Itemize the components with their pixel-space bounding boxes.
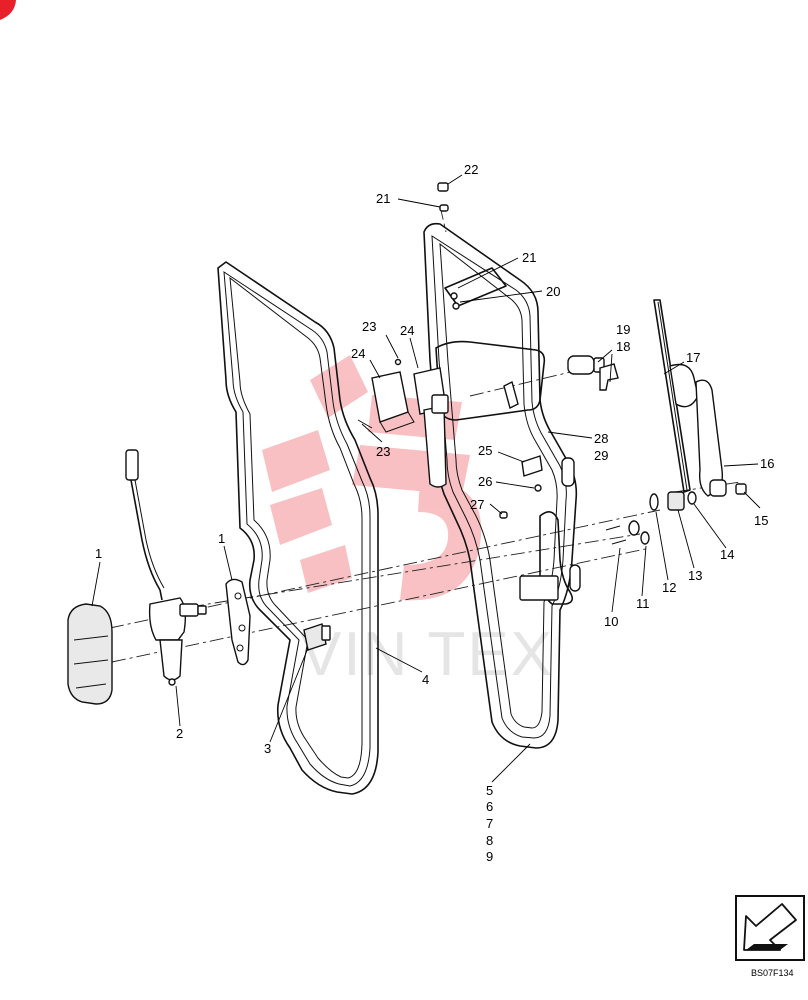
callout-19: 19 <box>616 322 630 337</box>
callout-9: 9 <box>486 849 493 864</box>
callout-17: 17 <box>686 350 700 365</box>
callout-3: 3 <box>264 741 271 756</box>
window-channel <box>653 299 691 493</box>
callout-15: 15 <box>754 513 768 528</box>
lock-actuator <box>125 449 207 686</box>
callout-24: 24 <box>400 323 414 338</box>
callout-1: 1 <box>218 531 225 546</box>
callout-10: 10 <box>604 614 618 629</box>
lock-cylinder <box>567 355 619 391</box>
callout-11: 11 <box>636 596 650 611</box>
callout-labels: 22 21 21 20 19 18 17 23 24 24 23 28 29 2… <box>95 162 774 864</box>
latch-assembly <box>357 358 519 488</box>
callout-26: 26 <box>478 474 492 489</box>
red-corner-tab-icon <box>0 0 16 20</box>
callout-28: 28 <box>594 431 608 446</box>
leader-lines <box>91 174 761 783</box>
cover-plate <box>225 578 251 666</box>
drawing-code: BS07F134 <box>751 968 794 978</box>
callout-13: 13 <box>688 568 702 583</box>
hardware-stack <box>605 483 747 545</box>
callout-1: 1 <box>95 546 102 561</box>
small-fasteners <box>437 182 543 519</box>
callout-21: 21 <box>522 250 536 265</box>
watermark-text: VIN TEX <box>300 620 554 689</box>
callout-24: 24 <box>351 346 365 361</box>
callout-2: 2 <box>176 726 183 741</box>
callout-8: 8 <box>486 833 493 848</box>
callout-29: 29 <box>594 448 608 463</box>
door-switch <box>303 623 331 651</box>
callout-22: 22 <box>464 162 478 177</box>
callout-20: 20 <box>546 284 560 299</box>
callout-6: 6 <box>486 799 493 814</box>
callout-27: 27 <box>470 497 484 512</box>
callout-14: 14 <box>720 547 734 562</box>
arrow-down-left-icon <box>735 895 805 961</box>
callout-7: 7 <box>486 816 493 831</box>
door-frame <box>423 222 581 749</box>
callout-25: 25 <box>478 443 492 458</box>
callout-18: 18 <box>616 339 630 354</box>
door-seal <box>217 261 379 795</box>
callout-23: 23 <box>362 319 376 334</box>
callout-12: 12 <box>662 580 676 595</box>
callout-21: 21 <box>376 191 390 206</box>
hinge-arm <box>669 363 727 497</box>
callout-4: 4 <box>422 672 429 687</box>
inner-cover <box>67 603 113 705</box>
callout-16: 16 <box>760 456 774 471</box>
callout-23: 23 <box>376 444 390 459</box>
callout-5: 5 <box>486 783 493 798</box>
